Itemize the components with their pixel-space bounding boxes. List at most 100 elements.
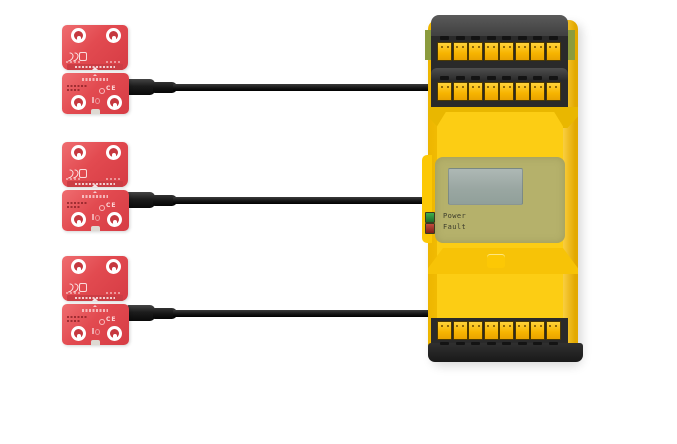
cable-connector-icon xyxy=(127,192,155,208)
mounting-hole-icon xyxy=(106,145,121,160)
screw-terminal xyxy=(483,76,499,101)
mounting-hole-icon xyxy=(107,95,122,110)
terminal-slot-icon xyxy=(548,342,558,345)
fine-print xyxy=(66,61,80,63)
din-clip-icon xyxy=(425,30,433,60)
magnetic-safety-switch-1: CE xyxy=(62,25,129,114)
mounting-hole-icon xyxy=(106,259,121,274)
screw-terminal xyxy=(545,36,561,61)
terminal-screw-icon xyxy=(483,321,499,340)
sensor-cable-3 xyxy=(127,305,437,321)
terminal-screw-icon xyxy=(514,82,530,101)
terminal-screw-icon xyxy=(499,42,515,61)
part-number-text xyxy=(67,316,87,318)
rating-mark xyxy=(92,97,98,104)
terminal-slot-icon xyxy=(548,36,558,40)
sensor-bottom-tab xyxy=(91,109,100,114)
rating-mark xyxy=(92,214,98,221)
terminal-slot-icon xyxy=(455,76,465,80)
fine-print xyxy=(66,178,80,180)
terminal-slot-icon xyxy=(533,342,543,345)
part-number-text xyxy=(67,85,87,87)
terminal-screw-icon xyxy=(468,82,484,101)
symbol-box-icon xyxy=(79,283,87,292)
lcd-screen xyxy=(448,168,523,205)
magnetic-safety-switch-2: CE xyxy=(62,142,129,231)
brand-label xyxy=(82,195,108,198)
screw-terminal xyxy=(468,321,484,345)
fine-print xyxy=(106,61,122,63)
terminal-screw-icon xyxy=(483,82,499,101)
switch-actuator xyxy=(62,256,128,301)
terminal-slot-icon xyxy=(486,76,496,80)
switch-sensor: CE xyxy=(62,190,129,231)
sensor-bottom-tab xyxy=(91,340,100,345)
power-led-label: Power xyxy=(443,212,467,220)
alignment-mark-icon xyxy=(93,74,97,76)
part-number-text xyxy=(67,89,81,91)
terminal-screw-icon xyxy=(530,321,546,340)
part-number-text xyxy=(67,206,81,208)
terminal-screw-icon xyxy=(499,82,515,101)
terminal-screw-icon xyxy=(437,82,452,101)
terminal-screw-icon xyxy=(514,42,530,61)
alignment-mark-icon xyxy=(92,298,98,301)
terminal-slot-icon xyxy=(502,36,512,40)
terminal-screw-icon xyxy=(530,82,546,101)
sensor-bottom-tab xyxy=(91,226,100,231)
screw-terminal xyxy=(452,76,468,101)
cable-cord xyxy=(173,196,435,204)
cable-cord xyxy=(173,309,435,317)
symbol-box-icon xyxy=(79,169,87,178)
terminal-slot-icon xyxy=(455,342,465,345)
ce-mark: CE xyxy=(106,85,117,92)
approval-icon xyxy=(99,88,105,94)
mounting-hole-icon xyxy=(107,326,122,341)
terminal-screw-icon xyxy=(437,42,452,61)
terminal-slot-icon xyxy=(533,36,543,40)
ce-mark: CE xyxy=(106,316,117,323)
terminal-slot-icon xyxy=(440,76,449,80)
terminal-slot-icon xyxy=(502,76,512,80)
cable-connector-icon xyxy=(127,79,155,95)
mounting-hole-icon xyxy=(71,326,86,341)
switch-actuator xyxy=(62,25,128,70)
switch-actuator xyxy=(62,142,128,187)
terminal-slot-icon xyxy=(471,342,481,345)
screw-terminal xyxy=(514,321,530,345)
part-number-text xyxy=(67,320,81,322)
fine-print xyxy=(106,292,122,294)
terminal-screw-icon xyxy=(545,42,561,61)
mounting-hole-icon xyxy=(106,28,121,43)
approval-icon xyxy=(99,319,105,325)
mounting-hole-icon xyxy=(107,212,122,227)
terminal-slot-icon xyxy=(548,76,558,80)
terminal-slot-icon xyxy=(517,36,527,40)
terminal-slot-icon xyxy=(533,76,543,80)
screw-terminal xyxy=(499,321,515,345)
terminal-slot-icon xyxy=(440,342,449,345)
alignment-mark-icon xyxy=(92,184,98,187)
screw-terminal xyxy=(545,321,561,345)
brand-label xyxy=(82,78,108,81)
screw-terminal xyxy=(514,36,530,61)
cable-strain-relief xyxy=(153,194,177,206)
mounting-hole-icon xyxy=(71,212,86,227)
terminal-slot-icon xyxy=(455,36,465,40)
screw-terminal xyxy=(499,36,515,61)
terminal-slot-icon xyxy=(486,342,496,345)
screw-terminal xyxy=(437,76,452,101)
terminal-slot-icon xyxy=(502,342,512,345)
rating-mark xyxy=(92,328,98,335)
terminal-screw-icon xyxy=(545,321,561,340)
screw-terminal xyxy=(483,36,499,61)
fine-print xyxy=(106,178,122,180)
fine-print xyxy=(66,292,80,294)
screw-terminal xyxy=(514,76,530,101)
magnetic-safety-switch-3: CE xyxy=(62,256,129,345)
din-rail-base xyxy=(428,343,583,362)
mounting-hole-icon xyxy=(71,259,86,274)
screw-terminal xyxy=(530,36,546,61)
top-terminal-row-2 xyxy=(437,76,561,101)
alignment-mark-icon xyxy=(93,305,97,307)
